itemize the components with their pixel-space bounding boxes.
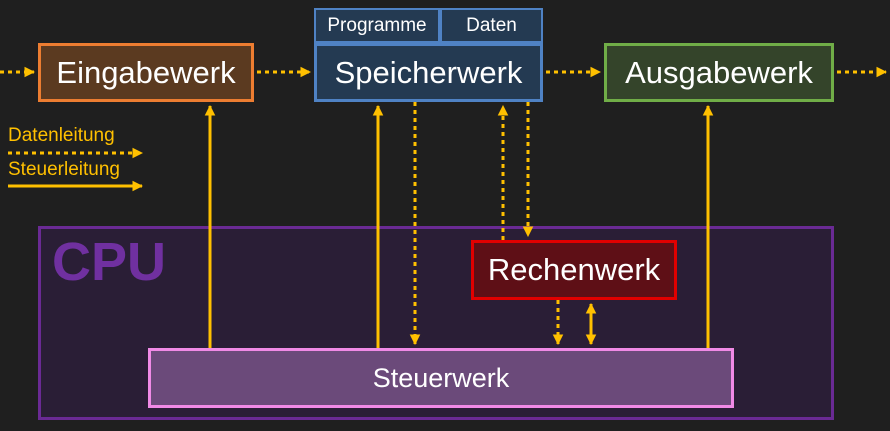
speicherwerk-box: Speicherwerk [314,43,543,102]
cpu-label: CPU [52,232,167,292]
legend-datenleitung-label: Datenleitung [8,125,115,146]
rechenwerk-box: Rechenwerk [471,240,677,300]
programme-label: Programme [314,8,440,43]
daten-label: Daten [440,8,543,43]
steuerwerk-box: Steuerwerk [148,348,734,408]
eingabewerk-box: Eingabewerk [38,43,254,102]
legend-steuerleitung-label: Steuerleitung [8,159,120,180]
ausgabewerk-box: Ausgabewerk [604,43,834,102]
